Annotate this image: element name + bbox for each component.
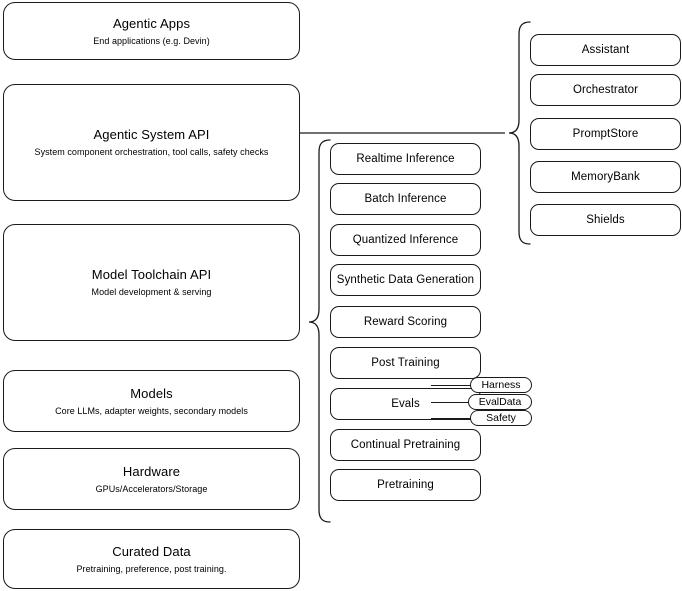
component-label: Continual Pretraining — [350, 438, 461, 451]
eval-subcomponent-harness[interactable]: Harness — [470, 377, 532, 393]
layer-box-model-toolchain-api[interactable]: Model Toolchain API Model development & … — [3, 224, 300, 341]
layer-title: Curated Data — [112, 543, 191, 559]
toolchain-component-reward-scoring[interactable]: Reward Scoring — [330, 306, 481, 338]
layer-box-curated-data[interactable]: Curated Data Pretraining, preference, po… — [3, 529, 300, 589]
evals-harness-link — [431, 385, 479, 386]
layer-subtitle: End applications (e.g. Devin) — [93, 35, 210, 46]
evals-evaldata-link — [431, 402, 477, 403]
component-label: Evals — [391, 397, 420, 410]
eval-subcomponent-safety[interactable]: Safety — [470, 410, 532, 426]
layer-title: Hardware — [122, 463, 181, 479]
component-label: Quantized Inference — [352, 233, 459, 246]
component-label: Reward Scoring — [363, 315, 448, 328]
system-api-connector — [300, 20, 532, 250]
component-label: Realtime Inference — [356, 152, 455, 165]
layer-title: Agentic System API — [93, 127, 210, 142]
layer-box-agentic-system-api[interactable]: Agentic System API System component orch… — [3, 84, 300, 201]
toolchain-component-continual-pretraining[interactable]: Continual Pretraining — [330, 429, 481, 461]
subcomponent-label: Harness — [481, 379, 521, 391]
component-label: Synthetic Data Generation — [336, 273, 475, 286]
layer-subtitle: Model development & serving — [91, 287, 212, 297]
component-label: Orchestrator — [572, 83, 639, 96]
toolchain-component-synthetic-data-generation[interactable]: Synthetic Data Generation — [330, 264, 481, 296]
toolchain-component-pretraining[interactable]: Pretraining — [330, 469, 481, 501]
component-label: Pretraining — [377, 478, 434, 491]
system-component-orchestrator[interactable]: Orchestrator — [530, 74, 681, 106]
toolchain-component-quantized-inference[interactable]: Quantized Inference — [330, 224, 481, 256]
eval-subcomponent-evaldata[interactable]: EvalData — [468, 394, 532, 410]
component-label: PromptStore — [572, 127, 639, 140]
layer-subtitle: GPUs/Accelerators/Storage — [95, 483, 208, 494]
subcomponent-label: Safety — [486, 412, 516, 424]
evals-safety-link — [431, 418, 479, 419]
layer-title: Model Toolchain API — [91, 267, 212, 282]
system-component-memorybank[interactable]: MemoryBank — [530, 161, 681, 193]
subcomponent-label: EvalData — [478, 396, 522, 408]
layer-subtitle: System component orchestration, tool cal… — [34, 147, 269, 157]
layer-box-hardware[interactable]: Hardware GPUs/Accelerators/Storage — [3, 448, 300, 510]
component-label: Assistant — [581, 43, 630, 56]
toolchain-component-realtime-inference[interactable]: Realtime Inference — [330, 143, 481, 175]
layer-box-models[interactable]: Models Core LLMs, adapter weights, secon… — [3, 370, 300, 432]
system-component-promptstore[interactable]: PromptStore — [530, 118, 681, 150]
component-label: Shields — [586, 213, 625, 226]
toolchain-component-evals[interactable]: Evals — [330, 388, 481, 420]
system-component-shields[interactable]: Shields — [530, 204, 681, 236]
system-component-assistant[interactable]: Assistant — [530, 34, 681, 66]
layer-box-agentic-apps[interactable]: Agentic Apps End applications (e.g. Devi… — [3, 2, 300, 60]
component-label: Batch Inference — [364, 192, 447, 205]
component-label: MemoryBank — [571, 170, 640, 183]
toolchain-component-post-training[interactable]: Post Training — [330, 347, 481, 379]
layer-title: Agentic Apps — [112, 15, 191, 31]
layer-subtitle: Core LLMs, adapter weights, secondary mo… — [55, 405, 248, 416]
toolchain-component-batch-inference[interactable]: Batch Inference — [330, 183, 481, 215]
layer-subtitle: Pretraining, preference, post training. — [76, 563, 227, 574]
component-label: Post Training — [371, 356, 440, 369]
layer-title: Models — [130, 385, 173, 401]
toolchain-api-connector — [296, 135, 336, 527]
